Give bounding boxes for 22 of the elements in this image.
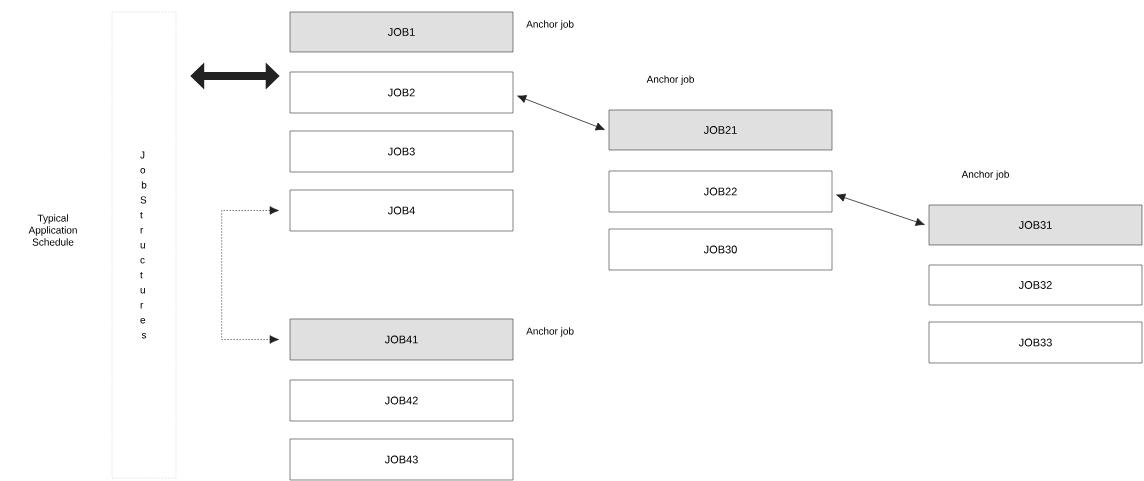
- side-label: Anchor job: [526, 327, 574, 337]
- job-box: JOB32: [928, 264, 1143, 306]
- job-box: JOB3: [289, 130, 514, 173]
- arrow: [221, 206, 279, 344]
- job-box: JOB42: [289, 379, 514, 422]
- side-label: Anchor job: [526, 20, 574, 30]
- side-label: Typical Application Schedule: [28, 214, 77, 246]
- job-box: JOB22: [608, 170, 833, 213]
- job-box: JOB43: [289, 438, 514, 481]
- side-label: Anchor job: [961, 170, 1009, 180]
- job-box: JOB30: [608, 228, 833, 271]
- side-label: Anchor job: [646, 75, 694, 85]
- job-box: JOB33: [928, 321, 1143, 364]
- job-box: JOB41: [289, 318, 514, 361]
- job-box: JOB4: [289, 189, 514, 232]
- arrow: [517, 95, 605, 131]
- arrow: [836, 193, 925, 226]
- job-box: JOB1: [289, 11, 514, 53]
- job-box: JOB31: [928, 204, 1143, 246]
- job-box: JOB2: [289, 71, 514, 114]
- structure-column: Job Structures: [111, 11, 177, 479]
- job-box: JOB21: [608, 109, 833, 151]
